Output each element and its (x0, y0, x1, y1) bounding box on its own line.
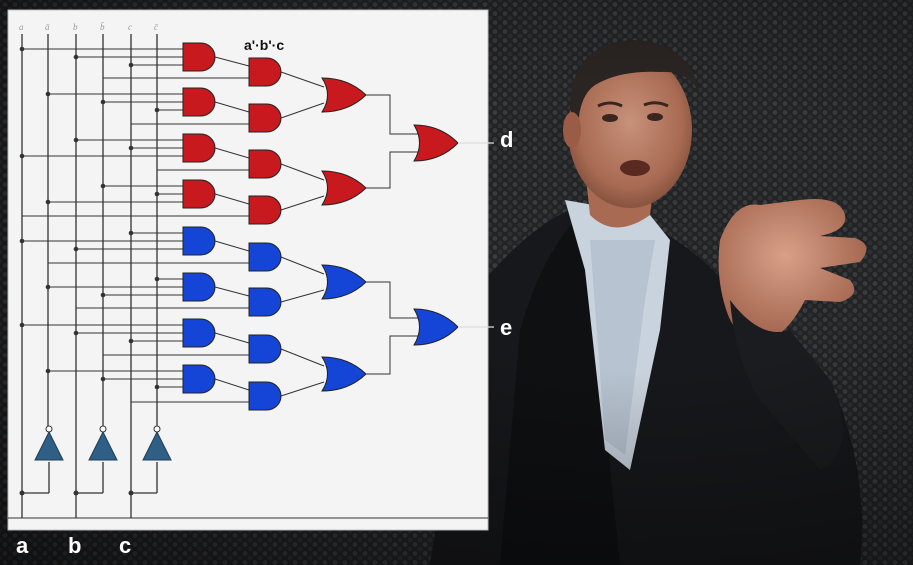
and-gate-layer2 (248, 195, 282, 225)
inverter-bubble (153, 425, 161, 433)
gate-wire (214, 240, 250, 252)
top-input-label: c (128, 22, 132, 32)
and-gate-layer2 (248, 381, 282, 411)
top-input-label: ā (45, 22, 50, 32)
minterm-label: a'·b'·c (244, 37, 285, 53)
gate-wire (214, 332, 250, 344)
wire-junction (73, 246, 79, 252)
wire-junction (128, 230, 134, 236)
and-gate-layer2 (248, 334, 282, 364)
gate-wire (280, 289, 325, 303)
wire-junction (154, 191, 160, 197)
gate-wire (280, 195, 325, 211)
and-gate-layer2 (248, 103, 282, 133)
wire-junction (100, 376, 106, 382)
inverter-bubble (45, 425, 53, 433)
gate-wire (214, 147, 250, 159)
and-gate-layer2 (248, 242, 282, 272)
and-gate-layer1 (182, 318, 216, 348)
gate-wire (280, 256, 325, 275)
or-gate-layer3 (321, 264, 367, 300)
wire-junction (45, 199, 51, 205)
and-gate-layer2 (248, 287, 282, 317)
wire-junction (154, 276, 160, 282)
wire-junction (19, 238, 25, 244)
and-gate-layer1 (182, 364, 216, 394)
and-gate-layer1 (182, 42, 216, 72)
gate-wire (366, 94, 418, 135)
wire-junction (100, 99, 106, 105)
wire-junction (19, 46, 25, 52)
gate-wire (214, 286, 250, 297)
wire-junction (19, 153, 25, 159)
diagram-paper (7, 9, 489, 531)
and-gate-layer1 (182, 87, 216, 117)
and-gate-layer1 (182, 179, 216, 209)
wire-junction (45, 91, 51, 97)
input-c-label: c (119, 533, 132, 558)
top-input-label: c̄ (154, 22, 159, 32)
gate-wire (366, 335, 418, 375)
and-gate-layer1 (182, 133, 216, 163)
output-d-label: d (500, 127, 514, 152)
and-gate-layer1 (182, 226, 216, 256)
and-gate-layer1 (182, 272, 216, 302)
wire-junction (100, 292, 106, 298)
wire-junction (73, 490, 79, 496)
input-a-label: a (16, 533, 29, 558)
wire-junction (73, 137, 79, 143)
output-e-label: e (500, 315, 513, 340)
top-input-label: b̄ (100, 22, 105, 32)
wire-junction (154, 107, 160, 113)
gate-wire (214, 56, 250, 67)
inverter-gate (34, 430, 64, 461)
wire-junction (100, 183, 106, 189)
gate-wire (214, 193, 250, 205)
and-gate-layer2 (248, 149, 282, 179)
gate-wire (214, 378, 250, 391)
wire-junction (128, 62, 134, 68)
or-gate-output (413, 308, 459, 346)
or-gate-layer3 (321, 77, 367, 113)
wire-junction (128, 490, 134, 496)
or-gate-layer3 (321, 170, 367, 206)
inverter-gate (142, 430, 172, 461)
wire-junction (19, 490, 25, 496)
gate-wire (366, 281, 418, 319)
wire-junction (154, 384, 160, 390)
gate-wire (280, 71, 325, 88)
inverter-bubble (99, 425, 107, 433)
or-gate-output (413, 124, 459, 162)
and-gate-layer2 (248, 57, 282, 87)
top-input-label: a (19, 22, 24, 32)
wire-junction (73, 330, 79, 336)
top-input-label: b (73, 22, 78, 32)
wire-junction (73, 54, 79, 60)
gate-wire (280, 348, 325, 367)
gate-wire (214, 101, 250, 113)
wire-junction (128, 145, 134, 151)
or-gate-layer3 (321, 356, 367, 392)
wire-junction (19, 322, 25, 328)
gate-wire (280, 163, 325, 181)
wire-junction (128, 338, 134, 344)
gate-wire (366, 151, 418, 189)
wire-junction (45, 368, 51, 374)
gate-wire (280, 381, 325, 397)
gate-wire (280, 102, 325, 119)
input-b-label: b (68, 533, 82, 558)
inverter-gate (88, 430, 118, 461)
wire-junction (45, 284, 51, 290)
